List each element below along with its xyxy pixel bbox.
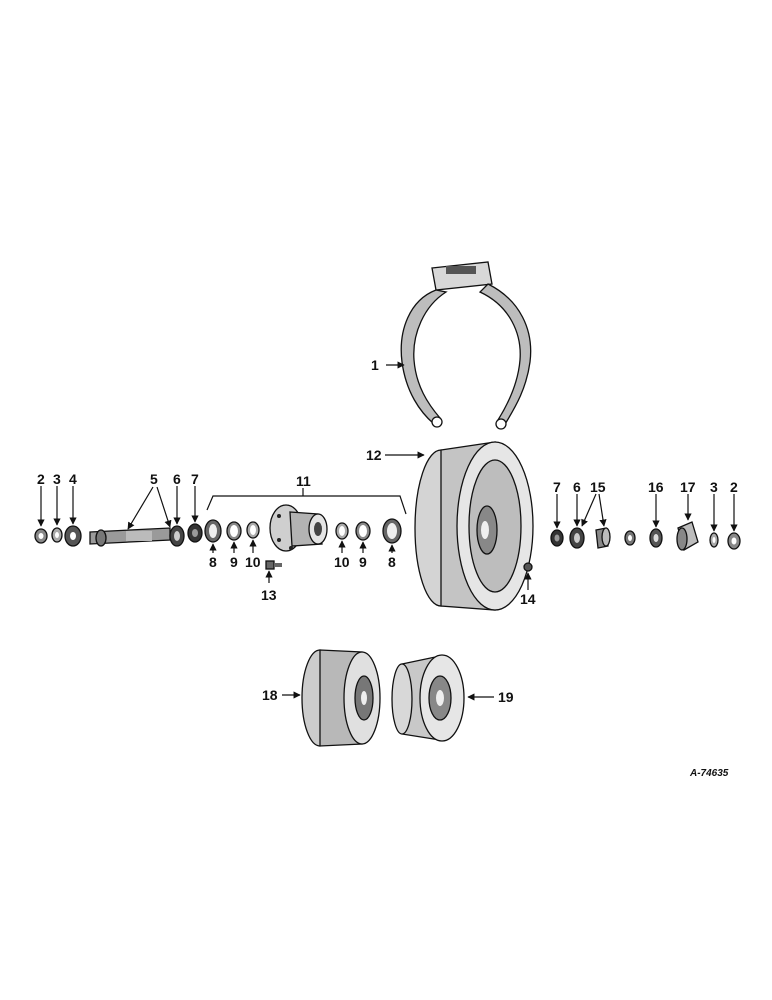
callout-18: 18 xyxy=(262,687,278,703)
callout-19: 19 xyxy=(498,689,514,705)
hub-bolt xyxy=(265,560,282,570)
bearing-cone-right xyxy=(569,527,585,549)
callout-10-right: 10 xyxy=(334,554,350,570)
callout-6-left: 6 xyxy=(173,471,181,487)
wheel-hub xyxy=(269,504,328,552)
seal-16 xyxy=(649,528,663,548)
axle-spindle xyxy=(89,527,171,547)
callout-16: 16 xyxy=(648,479,664,495)
bearing-left xyxy=(187,523,203,543)
callout-8-right: 8 xyxy=(388,554,396,570)
nut-left xyxy=(34,528,48,544)
washer-left xyxy=(51,527,63,543)
callout-11: 11 xyxy=(296,473,311,489)
callout-2-left: 2 xyxy=(37,471,45,487)
callout-8-left: 8 xyxy=(209,554,217,570)
cup-8-right xyxy=(382,518,402,544)
callout-6-right: 6 xyxy=(573,479,581,495)
callout-9-right: 9 xyxy=(359,554,367,570)
callout-3-right: 3 xyxy=(710,479,718,495)
wheel-rim xyxy=(414,441,534,611)
ring-10-right xyxy=(335,522,349,540)
callout-2-right: 2 xyxy=(730,479,738,495)
callout-15: 15 xyxy=(590,479,606,495)
bearing-cone-left xyxy=(169,525,185,547)
hub-cap xyxy=(676,521,699,551)
alternate-wheel-18 xyxy=(301,649,381,747)
callout-9-left: 9 xyxy=(230,554,238,570)
seal-left xyxy=(64,525,82,547)
nut-right xyxy=(727,532,741,550)
ring-9-right xyxy=(355,521,371,541)
callout-13: 13 xyxy=(261,587,277,603)
drawing-id: A-74635 xyxy=(689,768,729,779)
callout-3-left: 3 xyxy=(53,471,61,487)
callout-10-left: 10 xyxy=(245,554,261,570)
callout-7-left: 7 xyxy=(191,471,199,487)
alternate-wheel-19 xyxy=(391,654,465,742)
spacer xyxy=(624,530,636,546)
ring-10-left xyxy=(246,521,260,539)
callout-7-right: 7 xyxy=(553,479,561,495)
callout-12: 12 xyxy=(366,447,382,463)
ring-9-left xyxy=(226,521,242,541)
yoke-fork xyxy=(400,261,532,430)
callout-5: 5 xyxy=(150,471,158,487)
washer-right xyxy=(709,532,719,548)
washer-15 xyxy=(595,527,611,549)
valve-stem xyxy=(523,562,533,572)
cup-8-left xyxy=(204,519,222,543)
leader-lines xyxy=(37,361,738,701)
callout-14: 14 xyxy=(520,591,536,607)
bearing-right xyxy=(550,529,564,547)
callout-1: 1 xyxy=(371,357,379,373)
callout-17: 17 xyxy=(680,479,696,495)
callout-4: 4 xyxy=(69,471,77,487)
